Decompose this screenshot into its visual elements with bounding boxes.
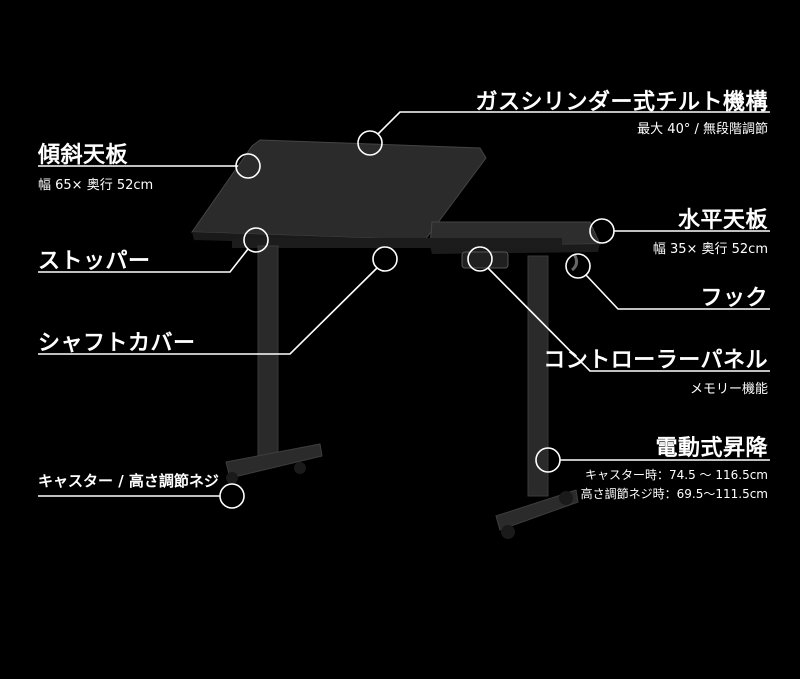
controller-panel <box>461 251 509 269</box>
left-leg <box>257 245 279 467</box>
shaft-cover-title: シャフトカバー <box>38 331 196 356</box>
flat-top-sub: 幅 35× 奥行 52cm <box>652 242 768 257</box>
controller-sub: メモリー機能 <box>689 382 768 397</box>
electric-lift-title: 電動式昇降 <box>655 436 768 461</box>
hook-shape <box>571 253 579 272</box>
flat-top-title: 水平天板 <box>677 208 768 233</box>
tilt-top-title: 傾斜天板 <box>38 143 129 168</box>
controller-title: コントローラーパネル <box>543 348 768 373</box>
stopper-title: ストッパー <box>38 249 151 274</box>
gas-cylinder-sub: 最大 40° / 無段階調節 <box>637 122 768 137</box>
hook-title: フック <box>700 286 768 311</box>
caster-title: キャスター / 高さ調節ネジ <box>38 472 219 490</box>
right-leg <box>527 255 549 497</box>
electric-lift-caster-range: キャスター時：74.5 ～ 116.5cm <box>585 468 768 482</box>
electric-lift-screw-range: 高さ調節ネジ時：69.5～111.5cm <box>580 487 768 501</box>
tilt-top-sub: 幅 65× 奥行 52cm <box>38 178 154 193</box>
right-foot <box>495 489 579 531</box>
left-foot <box>225 443 323 479</box>
gas-cylinder-title: ガスシリンダー式チルト機構 <box>475 90 768 115</box>
